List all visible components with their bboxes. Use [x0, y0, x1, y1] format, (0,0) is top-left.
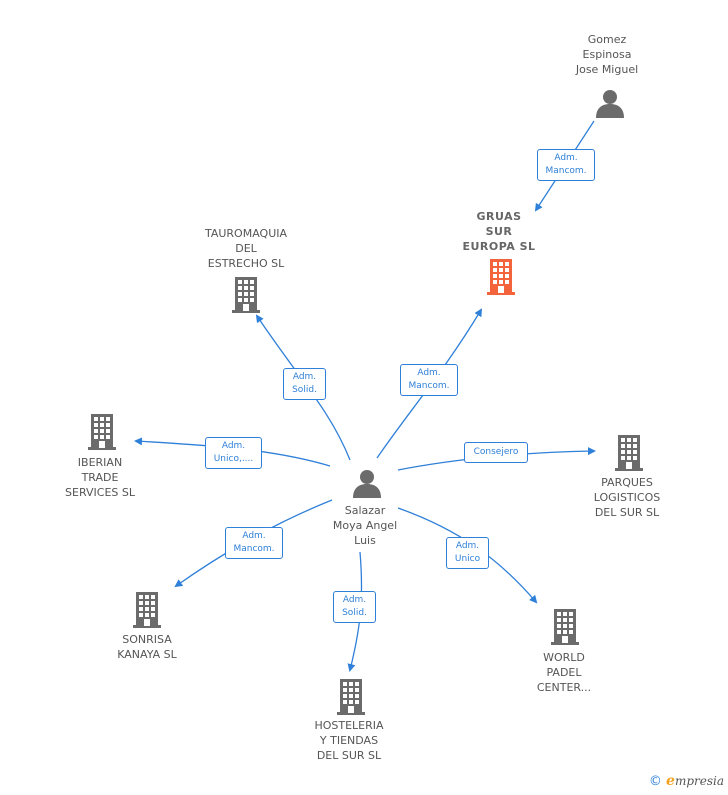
building-icon-tauromaquia[interactable]	[232, 277, 260, 313]
node-label-gruas[interactable]: GRUAS SUR EUROPA SL	[462, 210, 536, 253]
node-label-tauromaquia[interactable]: TAUROMAQUIA DEL ESTRECHO SL	[204, 227, 288, 270]
brand-logo: empresia	[666, 773, 724, 789]
node-label-hosteleria[interactable]: HOSTELERIA Y TIENDAS DEL SUR SL	[314, 719, 384, 762]
node-label-salazar[interactable]: Salazar Moya Angel Luis	[332, 504, 398, 547]
edge-label-salazar-hosteleria: Adm. Solid.	[333, 591, 376, 623]
edge-label-gomez-gruas: Adm. Mancom.	[537, 149, 595, 181]
node-label-world[interactable]: WORLD PADEL CENTER...	[536, 651, 592, 694]
edge-label-salazar-sonrisa: Adm. Mancom.	[225, 527, 283, 559]
building-icon-world[interactable]	[551, 609, 579, 645]
node-label-gomez[interactable]: Gomez Espinosa Jose Miguel	[575, 33, 639, 76]
copyright-notice: © empresia	[649, 773, 724, 789]
node-label-sonrisa[interactable]: SONRISA KANAYA SL	[117, 633, 177, 661]
building-icon-gruas[interactable]	[487, 259, 515, 295]
building-icon-hosteleria[interactable]	[337, 679, 365, 715]
building-icon-sonrisa[interactable]	[133, 592, 161, 628]
copyright-icon: ©	[648, 774, 662, 789]
building-icon-parques[interactable]	[615, 435, 643, 471]
edge-label-salazar-gruas: Adm. Mancom.	[400, 364, 458, 396]
person-icon-salazar[interactable]	[353, 470, 381, 498]
node-label-parques[interactable]: PARQUES LOGISTICOS DEL SUR SL	[593, 476, 661, 519]
edge-label-salazar-world: Adm. Unico	[446, 537, 489, 569]
building-icon-iberian[interactable]	[88, 414, 116, 450]
node-label-iberian[interactable]: IBERIAN TRADE SERVICES SL	[65, 456, 135, 499]
edge-label-salazar-tauromaquia: Adm. Solid.	[283, 368, 326, 400]
edge-label-salazar-parques: Consejero	[464, 442, 528, 463]
person-icon-gomez[interactable]	[596, 90, 624, 118]
edge-label-salazar-iberian: Adm. Unico,....	[205, 437, 262, 469]
